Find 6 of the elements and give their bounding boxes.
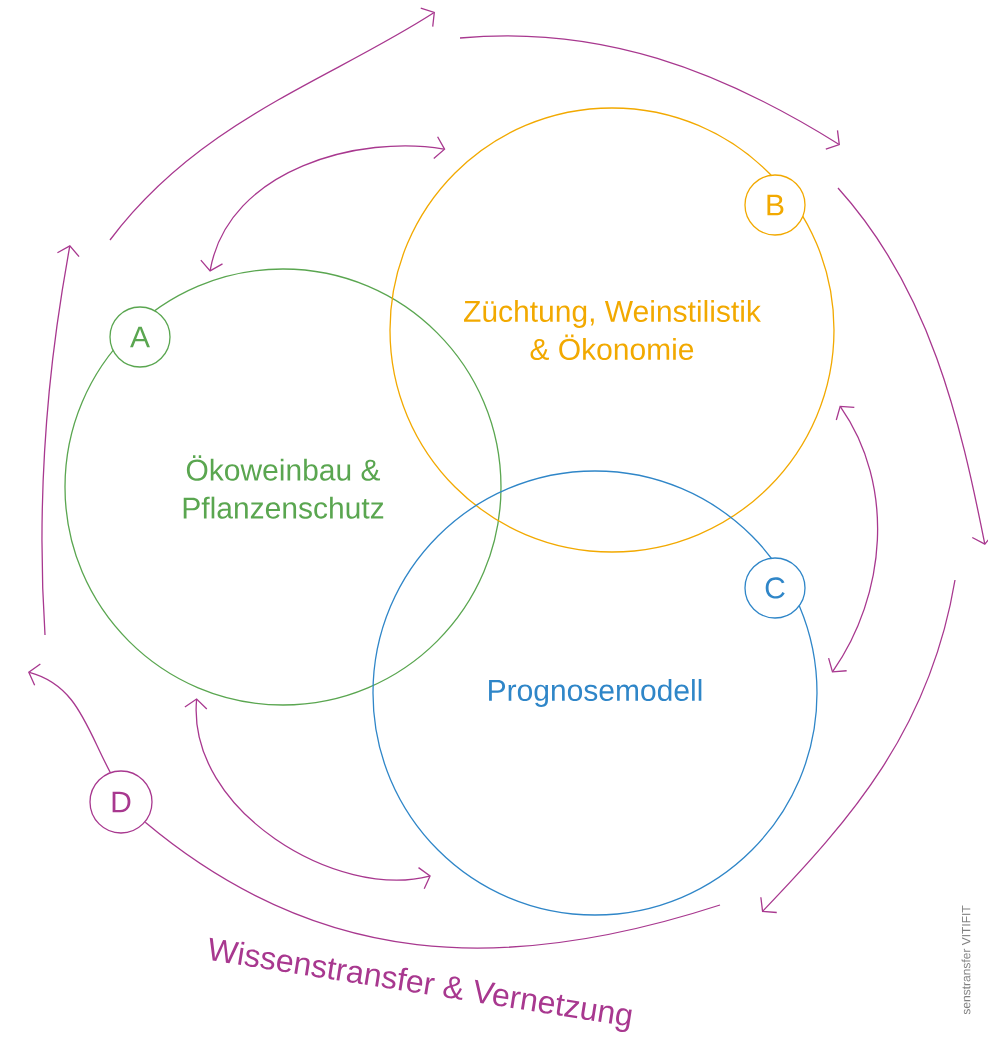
arrow xyxy=(28,663,111,773)
arrow xyxy=(827,405,878,673)
credit-text: senstransfer VITIFIT xyxy=(961,905,971,1015)
arrow xyxy=(184,698,431,890)
letter-badge: D xyxy=(89,770,153,834)
arrow xyxy=(200,136,446,272)
